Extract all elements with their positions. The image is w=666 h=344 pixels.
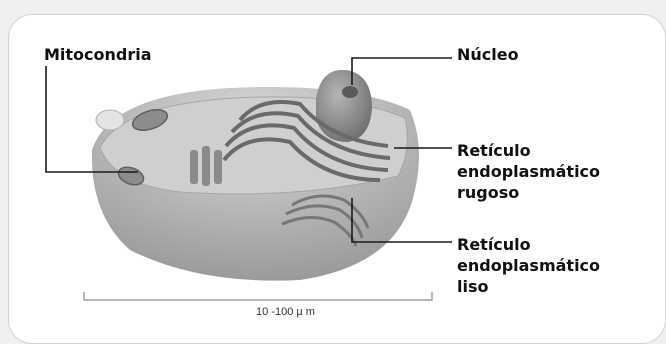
nucleolus-shape: [342, 86, 358, 98]
label-reticulo-rugoso: Retículo endoplasmático rugoso: [457, 140, 600, 203]
label-nucleo: Núcleo: [457, 44, 519, 65]
golgi-shape: [190, 146, 222, 186]
nucleus-shape: [316, 70, 372, 142]
nucleo-leader: [352, 58, 452, 85]
label-reticulo-liso: Retículo endoplasmático liso: [457, 234, 600, 297]
scale-label: 10 -100 µ m: [256, 306, 315, 318]
label-mitocondria: Mitocondria: [44, 44, 152, 65]
scale-bar: [84, 292, 432, 300]
vesicle-shape: [96, 110, 124, 130]
